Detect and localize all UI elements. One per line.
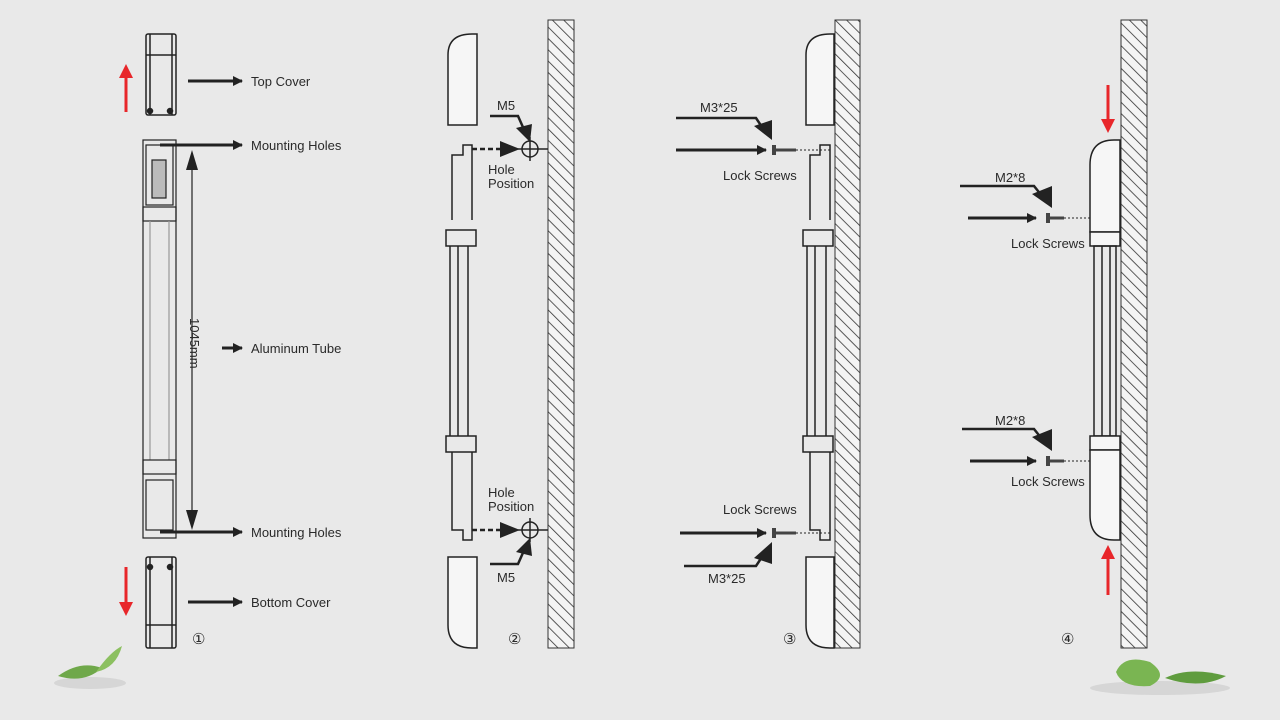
step-number-2: ② <box>508 631 521 648</box>
device-body <box>142 139 177 539</box>
step-number-1: ① <box>192 631 205 648</box>
arrow-m3-bottom-icon <box>684 553 766 568</box>
arrow-m2-top-icon <box>960 184 1043 197</box>
label-hole-top-2: Position <box>488 176 534 191</box>
device-profile <box>445 144 477 541</box>
red-arrow-up-icon <box>1101 545 1115 595</box>
leaf-decoration-left <box>54 646 126 689</box>
screw-bottom-icon <box>772 528 830 538</box>
top-cover-part <box>145 33 177 116</box>
dimension-line <box>186 150 198 530</box>
dimension-label: 1045mm <box>187 318 202 369</box>
label-mounting-holes-bottom: Mounting Holes <box>251 525 342 540</box>
arrowhead-icon <box>516 538 532 556</box>
bottom-cover-part <box>447 556 478 649</box>
red-arrow-down-icon <box>1101 85 1115 133</box>
label-aluminum-tube: Aluminum Tube <box>251 341 341 356</box>
label-lock-screws-bottom: Lock Screws <box>1011 474 1085 489</box>
wall-3 <box>834 19 861 649</box>
step-1: 1045mm Top Cover Mounting Holes Aluminum… <box>119 33 342 649</box>
arrowhead-icon <box>1032 429 1052 451</box>
arrow-m2-bottom-icon <box>962 427 1043 440</box>
step-3: M3*25 Lock Screws Lock Screws M3*25 ③ <box>676 33 835 649</box>
label-lock-screws-top: Lock Screws <box>1011 236 1085 251</box>
label-hole-top-1: Hole <box>488 162 515 177</box>
label-hole-bottom-1: Hole <box>488 485 515 500</box>
device-profile <box>802 144 834 541</box>
step-number-3: ③ <box>783 631 796 648</box>
label-m2-bottom: M2*8 <box>995 413 1025 428</box>
arrow-hole-bottom-icon <box>500 522 520 538</box>
screw-bottom-icon <box>1046 456 1090 466</box>
bottom-cover-part <box>805 556 835 649</box>
top-cover-part <box>805 33 835 126</box>
crosshair-bottom-icon <box>518 518 548 542</box>
arrow-hole-top-icon <box>500 141 520 157</box>
arrow-m3-top-icon <box>676 116 766 131</box>
assembled-device <box>1089 139 1121 541</box>
step-number-4: ④ <box>1061 631 1074 648</box>
label-lock-screws-top: Lock Screws <box>723 168 797 183</box>
label-bottom-cover: Bottom Cover <box>251 595 331 610</box>
red-arrow-up-icon <box>119 64 133 112</box>
screw-top-icon <box>772 145 830 155</box>
label-lock-screws-bottom: Lock Screws <box>723 502 797 517</box>
top-cover-part <box>447 33 478 126</box>
label-m3-bottom: M3*25 <box>708 571 746 586</box>
arrowhead-icon <box>1032 186 1052 208</box>
arrowhead-icon <box>754 542 772 564</box>
label-m5-top: M5 <box>497 98 515 113</box>
wall-2 <box>547 19 575 649</box>
arrowhead-icon <box>754 120 772 140</box>
step-2: M5 Hole Position Hole Position M5 ② <box>445 33 548 649</box>
crosshair-top-icon <box>518 137 548 161</box>
leaf-decoration-right <box>1090 659 1230 695</box>
wall-4 <box>1120 19 1148 649</box>
red-arrow-down-icon <box>119 567 133 616</box>
step-4: M2*8 Lock Screws M2*8 Lock Screws ④ <box>960 85 1121 648</box>
bottom-cover-part <box>145 556 177 649</box>
label-mounting-holes-top: Mounting Holes <box>251 138 342 153</box>
label-top-cover: Top Cover <box>251 74 311 89</box>
label-m5-bottom: M5 <box>497 570 515 585</box>
label-m2-top: M2*8 <box>995 170 1025 185</box>
arrowhead-icon <box>516 124 532 142</box>
label-hole-bottom-2: Position <box>488 499 534 514</box>
screw-top-icon <box>1046 213 1090 223</box>
label-m3-top: M3*25 <box>700 100 738 115</box>
